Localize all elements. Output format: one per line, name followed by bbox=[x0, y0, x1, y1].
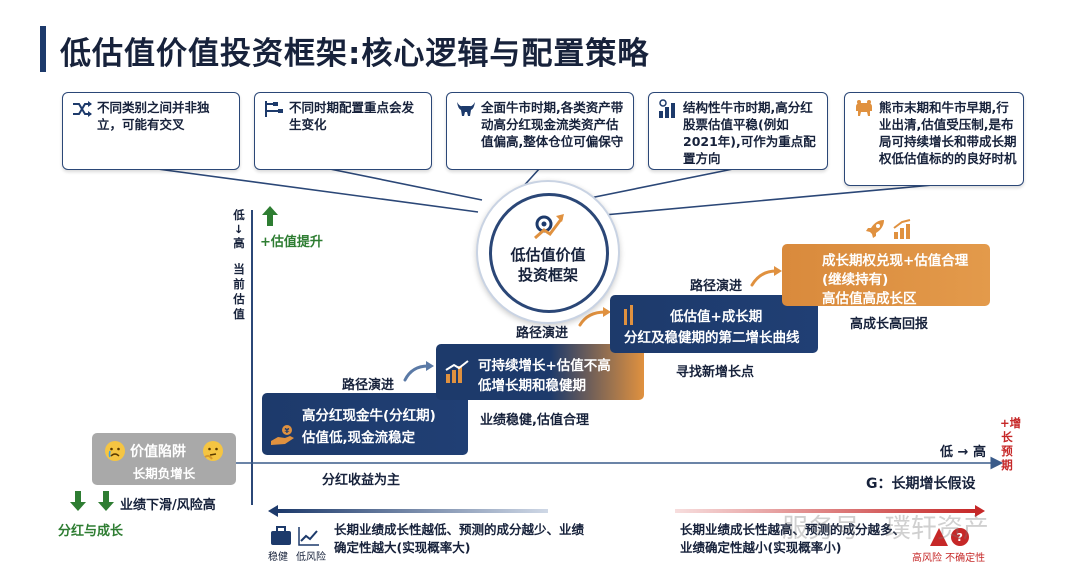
plant-icon bbox=[624, 305, 633, 325]
low-risk-arrowhead bbox=[268, 505, 278, 517]
step1-caption: 分红收益为主 bbox=[322, 473, 401, 488]
path-label-3: 路径演进 bbox=[690, 279, 743, 294]
briefcase-icon bbox=[271, 526, 291, 545]
low-risk-label: 低风险 bbox=[296, 552, 326, 563]
steady-label: 稳健 bbox=[268, 552, 288, 563]
gear-growth-icon bbox=[534, 214, 564, 240]
rocket-icon bbox=[866, 220, 884, 238]
crying-face-icon bbox=[105, 441, 125, 461]
line-chart-icon bbox=[298, 527, 319, 546]
growth-expectation-label: +增长预期 bbox=[1000, 416, 1022, 472]
bull-icon bbox=[457, 102, 475, 116]
path-arrow-3 bbox=[750, 269, 778, 287]
step2-caption: 业绩稳健,估值合理 bbox=[480, 413, 589, 428]
svg-text:¥: ¥ bbox=[285, 427, 290, 435]
path-label-2: 路径演进 bbox=[516, 326, 569, 341]
hand-money-icon: ¥ bbox=[271, 425, 294, 445]
bar-chart-icon bbox=[659, 99, 675, 118]
watermark: 服务号 · 璞轩资产 bbox=[782, 514, 989, 544]
card-period-focus: 不同时期配置重点会发生变化 bbox=[254, 92, 432, 170]
growth-bars-icon bbox=[893, 219, 911, 239]
page-title: 低估值价值投资框架:核心逻辑与配置策略 bbox=[60, 36, 650, 72]
center-title-1: 低估值价值 bbox=[510, 246, 586, 264]
card-structural-bull: 结构性牛市时期,高分红股票估值平稳(例如2021年),可作为重点配置方向 bbox=[648, 92, 828, 170]
step-cash-cow: ¥ 高分红现金牛(分红期) 估值低,现金流稳定 bbox=[262, 393, 468, 455]
high-growth-note: 长期业绩成长性越高、预测的成分越多、业绩确定性越小(实现概率小) bbox=[680, 522, 906, 555]
low-risk-bar bbox=[278, 509, 548, 513]
value-trap-box: 价值陷阱 长期负增长 bbox=[92, 433, 236, 485]
thinking-face-icon bbox=[203, 441, 223, 461]
path-arrow-1 bbox=[403, 364, 430, 382]
downside-label: 业绩下滑/风险高 bbox=[120, 498, 216, 513]
svg-text:?: ? bbox=[957, 531, 963, 544]
dividend-growth-label: 分红与成长 bbox=[58, 524, 124, 539]
value-trap-title: 价值陷阱 bbox=[130, 444, 186, 460]
step3-caption: 寻找新增长点 bbox=[676, 365, 755, 380]
down-arrow-icon bbox=[70, 491, 86, 511]
path-arrow-2 bbox=[578, 310, 607, 327]
title-accent-bar bbox=[40, 26, 46, 72]
center-title-2: 投资框架 bbox=[517, 266, 578, 284]
path-label-1: 路径演进 bbox=[342, 378, 395, 393]
up-arrow-icon bbox=[262, 206, 278, 226]
y-axis-low-high: 低→高 bbox=[231, 208, 246, 250]
high-risk-bar bbox=[675, 509, 975, 513]
rising-chart-icon bbox=[445, 360, 469, 383]
high-risk-label: 高风险 不确定性 bbox=[912, 553, 986, 564]
center-hub: 低估值价值 投资框架 bbox=[476, 180, 620, 324]
bear-icon bbox=[856, 100, 872, 116]
risk-icons: ? bbox=[930, 528, 969, 546]
step-sustainable-growth: 可持续增长+估值不高 低增长期和稳健期 bbox=[436, 344, 644, 400]
card-bear-late: 熊市末期和牛市早期,行业出清,估值受压制,是布局可持续增长和带成长期权低估值标的… bbox=[844, 92, 1024, 186]
valuation-up-label: +估值提升 bbox=[260, 235, 323, 250]
card-cross-category: 不同类别之间并非独立，可能有交叉 bbox=[62, 92, 240, 170]
shuffle-icon bbox=[73, 101, 92, 117]
timeline-icon bbox=[265, 101, 283, 117]
x-axis-label: G：长期增长假设 bbox=[866, 476, 976, 492]
x-axis-low-high: 低 → 高 bbox=[940, 445, 986, 460]
card-full-bull: 全面牛市时期,各类资产带动高分红现金流类资产估值偏高,整体仓位可偏保守 bbox=[446, 92, 634, 170]
low-growth-note: 长期业绩成长性越低、预测的成分越少、业绩确定性越大(实现概率大) bbox=[334, 522, 585, 555]
step-growth-option: 成长期权兑现+估值合理 (继续持有) 高估值高成长区 bbox=[782, 244, 990, 307]
value-trap-subtitle: 长期负增长 bbox=[132, 466, 196, 481]
step4-caption: 高成长高回报 bbox=[850, 317, 929, 332]
down-arrow-icon-2 bbox=[98, 491, 114, 511]
high-risk-arrowhead bbox=[975, 505, 985, 517]
y-axis-label: 当前估值 bbox=[233, 262, 245, 321]
